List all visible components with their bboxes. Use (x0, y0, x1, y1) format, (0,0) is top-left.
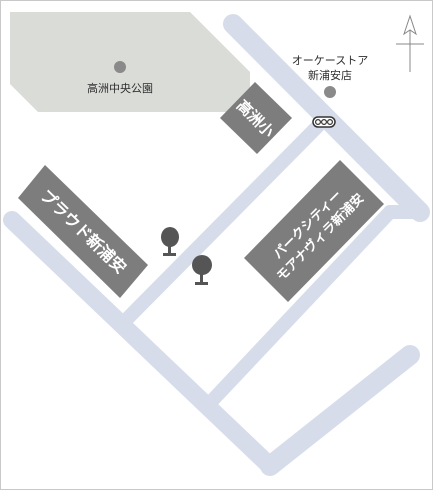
park-label: 高洲中央公園 (87, 81, 153, 95)
store-label-line1: オーケーストア (292, 54, 368, 67)
road-long-diagonal (3, 211, 279, 475)
traffic-light-icon (312, 116, 336, 128)
road-bottom-right (260, 345, 420, 476)
park-area (10, 12, 250, 112)
store-marker-icon (324, 86, 336, 98)
roads (3, 14, 430, 476)
park-marker-icon (114, 61, 126, 73)
road-mid-diagonal (201, 205, 397, 412)
school-block: 高洲小 (220, 82, 292, 154)
tree-icon (161, 227, 179, 256)
tree-icon (192, 255, 212, 285)
compass-north-icon (396, 14, 424, 72)
store-label-line2: 新浦安店 (308, 68, 352, 82)
road-center-diagonal (119, 119, 325, 327)
